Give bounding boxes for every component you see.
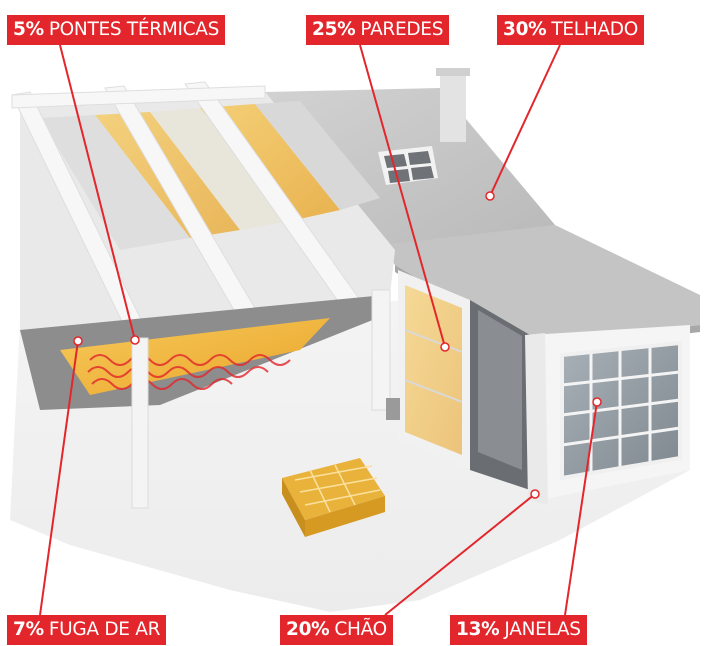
callout-percent: 5% <box>13 18 44 40</box>
insulation-pack <box>282 458 385 537</box>
callout-percent: 20% <box>286 618 330 640</box>
wall-vent <box>386 398 400 420</box>
roof-window <box>378 146 438 185</box>
callout-pontes-termicas: 5% PONTES TÉRMICAS <box>7 15 226 45</box>
callout-chao: 20% CHÃO <box>280 615 393 645</box>
callout-percent: 30% <box>503 18 547 40</box>
chimney <box>440 72 466 142</box>
callout-janelas: 13% JANELAS <box>450 615 587 645</box>
leader-lines <box>39 44 598 616</box>
callout-label: CHÃO <box>334 618 387 640</box>
leader-paredes <box>359 44 446 348</box>
leader-chao <box>384 493 536 616</box>
callout-fuga-de-ar: 7% FUGA DE AR <box>7 615 167 645</box>
leader-telhado <box>489 44 561 197</box>
callout-percent: 25% <box>312 18 356 40</box>
callout-percent: 7% <box>13 618 44 640</box>
leader-janelas <box>564 401 598 616</box>
callout-label: PONTES TÉRMICAS <box>48 18 220 40</box>
leader-pontes <box>59 44 136 341</box>
leader-fuga <box>39 340 79 616</box>
leader-dots <box>73 191 602 499</box>
roof-extension <box>380 225 700 345</box>
floor-heating-pipes <box>87 354 291 390</box>
callout-label: PAREDES <box>360 18 444 40</box>
callout-label: FUGA DE AR <box>48 618 161 640</box>
callout-telhado: 30% TELHADO <box>497 15 644 45</box>
callout-paredes: 25% PAREDES <box>306 15 450 45</box>
windows-glazing <box>560 340 682 481</box>
callout-percent: 13% <box>456 618 500 640</box>
callout-label: JANELAS <box>504 618 581 640</box>
callout-label: TELHADO <box>551 18 638 40</box>
